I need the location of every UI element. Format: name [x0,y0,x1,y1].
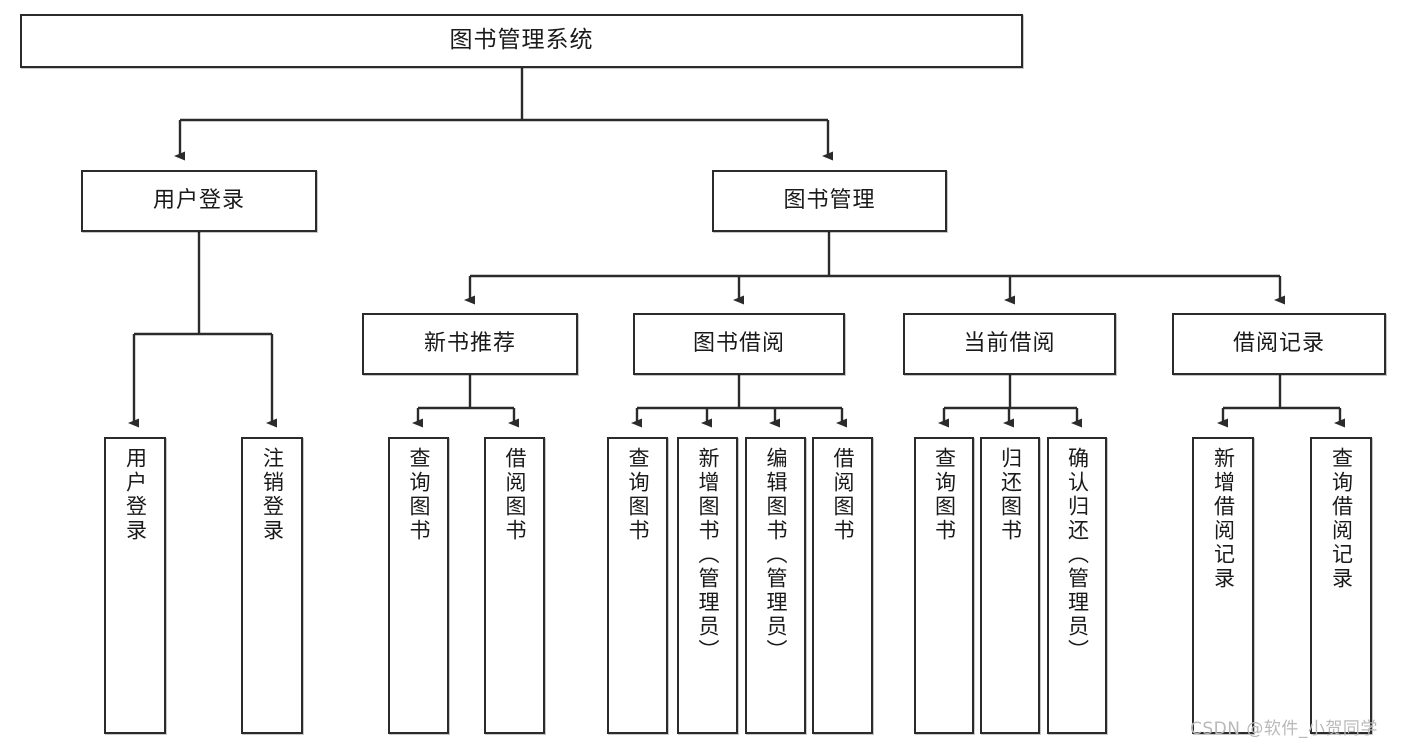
leaf-borrow-book-recommend[interactable]: 借阅图书 [484,437,545,734]
node-label: 查询图书 [626,447,651,543]
leaf-add-book-admin[interactable]: 新增图书（管理员） [677,437,738,734]
node-new-book-recommend[interactable]: 新书推荐 [362,313,578,375]
leaf-query-book-borrow[interactable]: 查询图书 [607,437,668,734]
node-label: 归还图书 [998,447,1023,543]
node-label: 图书管理 [783,188,876,214]
leaf-confirm-return-admin[interactable]: 确认归还（管理员） [1047,437,1107,734]
node-label: 用户登录 [123,447,148,543]
node-label: 当前借阅 [963,331,1056,357]
node-label: 新书推荐 [423,331,516,357]
node-label: 借阅记录 [1232,331,1325,357]
node-label: 查询图书 [407,447,432,543]
node-label: 编辑图书（管理员） [764,447,789,663]
node-label: 借阅图书 [503,447,528,543]
node-label: 用户登录 [152,188,245,214]
node-label: 借阅图书 [831,447,856,543]
node-label: 查询借阅记录 [1329,447,1354,591]
node-label: 确认归还（管理员） [1065,447,1090,663]
node-current-borrow[interactable]: 当前借阅 [903,313,1116,375]
node-label: 图书管理系统 [449,27,594,54]
leaf-edit-book-admin[interactable]: 编辑图书（管理员） [745,437,806,734]
leaf-query-book-recommend[interactable]: 查询图书 [388,437,449,734]
node-label: 新增借阅记录 [1211,447,1236,591]
node-label: 注销登录 [260,447,285,543]
node-label: 查询图书 [932,447,957,543]
node-borrow-record[interactable]: 借阅记录 [1172,313,1386,375]
watermark-text: CSDN @软件_小贺同学 [1190,719,1378,739]
node-book-borrow[interactable]: 图书借阅 [633,313,845,375]
leaf-add-borrow-record[interactable]: 新增借阅记录 [1192,437,1254,734]
node-book-management[interactable]: 图书管理 [712,170,947,232]
leaf-user-login[interactable]: 用户登录 [104,437,166,734]
leaf-borrow-book[interactable]: 借阅图书 [812,437,873,734]
leaf-return-book[interactable]: 归还图书 [980,437,1040,734]
node-root-book-management-system[interactable]: 图书管理系统 [20,14,1023,68]
leaf-query-borrow-record[interactable]: 查询借阅记录 [1310,437,1372,734]
node-label: 图书借阅 [692,331,785,357]
node-user-login[interactable]: 用户登录 [81,170,317,232]
node-label: 新增图书（管理员） [696,447,721,663]
leaf-query-book-current[interactable]: 查询图书 [914,437,974,734]
leaf-logout-login[interactable]: 注销登录 [241,437,303,734]
